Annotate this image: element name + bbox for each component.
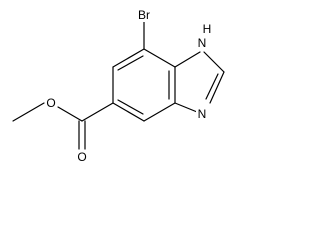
atom-label-o-ester: O [46, 96, 55, 110]
bond-c6-c7 [112, 48, 145, 68]
bond-c7-c7a [143, 48, 176, 68]
molecule-structure: Br H N N O O [12, 8, 225, 164]
bond-c4-c5-inner [117, 99, 144, 115]
structure-canvas: Br H N N O O [12, 8, 225, 164]
bond-c2-n3 [209, 71, 225, 104]
atom-label-nh-n: N [198, 36, 207, 50]
atom-label-br: Br [138, 8, 150, 22]
bond-ccarbonyl-oester [57, 106, 83, 122]
bond-c3a-c4 [143, 102, 176, 122]
bond-c7a-n1 [174, 51, 201, 68]
bond-oester-methyl [12, 102, 45, 122]
atom-label-n3: N [198, 107, 207, 121]
bond-c4-c5 [112, 102, 145, 122]
bond-c5-ccarbonyl [81, 102, 114, 122]
bond-c6-c7-inner [117, 55, 144, 71]
bond-n1-c2 [203, 51, 225, 73]
bond-c2-n3-inner [205, 73, 219, 100]
atom-label-o-carbonyl: O [77, 150, 86, 164]
atom-label-nh-h: H [203, 22, 212, 36]
